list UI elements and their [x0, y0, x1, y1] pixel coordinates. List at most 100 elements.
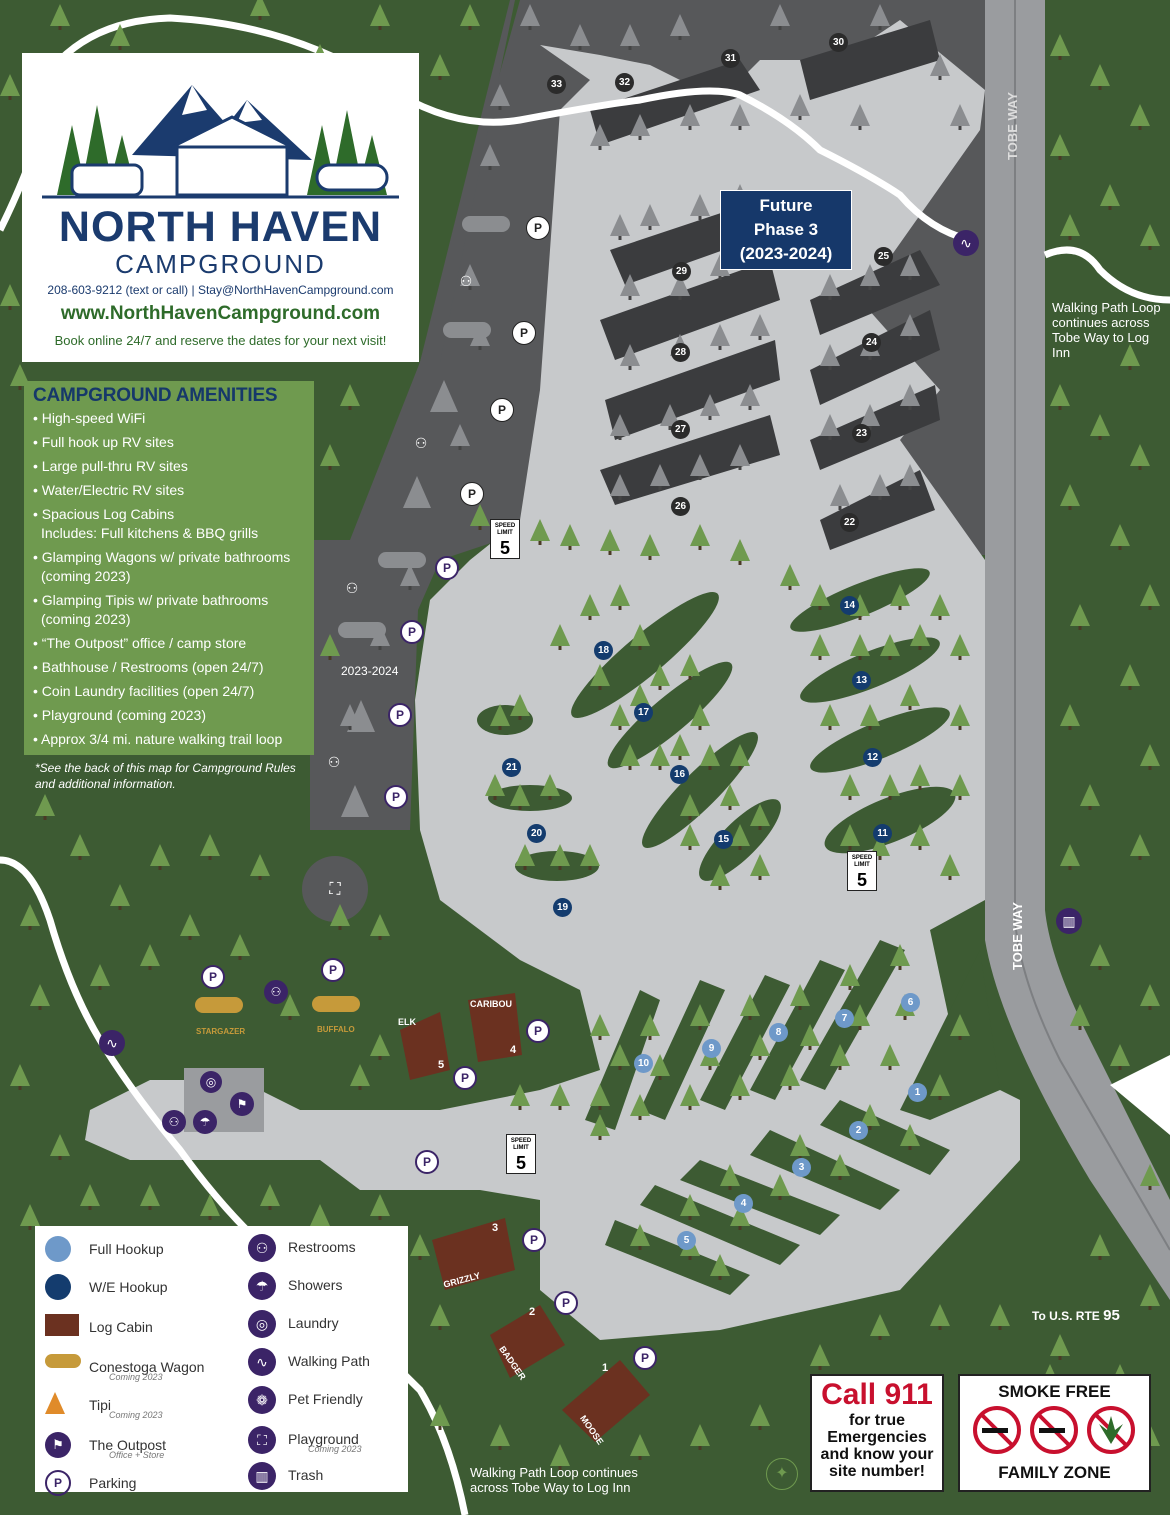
restrooms-icon: ⚇	[248, 1234, 276, 1262]
parking-marker[interactable]: P	[415, 1150, 439, 1174]
site-marker-6[interactable]: 6	[901, 993, 920, 1012]
parking-marker[interactable]: P	[400, 620, 424, 644]
parking-marker[interactable]: P	[633, 1346, 657, 1370]
legend-item: Showers	[288, 1277, 342, 1293]
site-marker-3[interactable]: 3	[792, 1158, 811, 1177]
site-marker-16[interactable]: 16	[670, 765, 689, 784]
parking-marker[interactable]: P	[435, 556, 459, 580]
parking-marker[interactable]: P	[490, 398, 514, 422]
parking-marker[interactable]: P	[526, 1019, 550, 1043]
parking-marker[interactable]: P	[512, 321, 536, 345]
amenity-text: • Bathhouse / Restrooms (open 24/7)	[33, 659, 264, 675]
site-marker-29[interactable]: 29	[672, 262, 691, 281]
amenity-text: • Water/Electric RV sites	[33, 482, 185, 498]
parking-marker[interactable]: P	[201, 965, 225, 989]
site-marker-15[interactable]: 15	[714, 830, 733, 849]
tipi-icon	[45, 1392, 65, 1419]
site-marker-31[interactable]: 31	[721, 49, 740, 68]
site-marker-22[interactable]: 22	[840, 513, 859, 532]
site-marker-24[interactable]: 24	[862, 333, 881, 352]
legend-item: Full Hookup	[89, 1241, 164, 1257]
route-number: 95	[1103, 1307, 1120, 1324]
site-marker-4[interactable]: 4	[734, 1194, 753, 1213]
legend-note: Coming 2023	[308, 1444, 362, 1454]
future-phase-label: Future Phase 3 (2023-2024)	[720, 190, 852, 270]
site-marker-19[interactable]: 19	[553, 898, 572, 917]
amenity-item: • Bathhouse / Restrooms (open 24/7)	[33, 658, 315, 677]
site-marker-28[interactable]: 28	[671, 343, 690, 362]
amenity-text: • Coin Laundry facilities (open 24/7)	[33, 683, 255, 699]
parking-marker[interactable]: P	[554, 1291, 578, 1315]
cabin-number-moose: 1	[602, 1362, 609, 1374]
amenity-text: • Approx 3/4 mi. nature walking trail lo…	[33, 731, 283, 747]
emergency-notice: Call 911 for true Emergencies and know y…	[810, 1374, 944, 1492]
cabin-number-caribou: 4	[510, 1044, 517, 1056]
site-marker-13[interactable]: 13	[852, 671, 871, 690]
site-marker-30[interactable]: 30	[829, 33, 848, 52]
smoke-free-title: SMOKE FREE	[998, 1382, 1111, 1401]
parking-marker[interactable]: P	[460, 482, 484, 506]
emergency-title: Call 911	[821, 1378, 933, 1411]
site-marker-7[interactable]: 7	[835, 1009, 854, 1028]
site-marker-27[interactable]: 27	[671, 420, 690, 439]
legend-label: The Outpost	[89, 1437, 167, 1453]
site-marker-2[interactable]: 2	[849, 1121, 868, 1140]
legend-note: Coming 2023	[109, 1372, 163, 1382]
site-marker-12[interactable]: 12	[863, 748, 882, 767]
legend-label: Pet Friendly	[288, 1391, 363, 1407]
legend-label: Conestoga Wagon	[89, 1359, 205, 1375]
site-marker-8[interactable]: 8	[769, 1023, 788, 1042]
site-marker-11[interactable]: 11	[873, 824, 892, 843]
site-marker-10[interactable]: 10	[634, 1054, 653, 1073]
site-marker-9[interactable]: 9	[702, 1039, 721, 1058]
amenity-item: • High-speed WiFi	[33, 409, 315, 428]
website-link[interactable]: www.NorthHavenCampground.com	[60, 303, 381, 324]
parking-marker[interactable]: P	[321, 958, 345, 982]
site-marker-5[interactable]: 5	[677, 1231, 696, 1250]
site-marker-18[interactable]: 18	[594, 641, 613, 660]
amenity-item: • Large pull-thru RV sites	[33, 457, 315, 476]
site-marker-17[interactable]: 17	[634, 703, 653, 722]
legend-item: Log Cabin	[89, 1319, 153, 1335]
smoke-free-subtitle: FAMILY ZONE	[998, 1463, 1111, 1482]
emergency-body: for true Emergencies and know your site …	[820, 1412, 934, 1480]
legend-label: Parking	[89, 1475, 137, 1491]
parking-marker[interactable]: P	[526, 216, 550, 240]
parking-marker[interactable]: P	[453, 1066, 477, 1090]
road-name-bottom: TOBE WAY	[1010, 902, 1025, 970]
parking-marker[interactable]: P	[522, 1228, 546, 1252]
restrooms-icon: ⚇	[345, 580, 359, 596]
legend-label: Restrooms	[288, 1239, 356, 1255]
contact-line: 208-603-9212 (text or call) | Stay@North…	[47, 283, 394, 297]
site-marker-26[interactable]: 26	[671, 497, 690, 516]
site-marker-14[interactable]: 14	[840, 596, 859, 615]
amenities-footnote: *See the back of this map for Campground…	[35, 761, 296, 791]
parking-marker[interactable]: P	[388, 703, 412, 727]
amenity-item: • Glamping Wagons w/ private bathrooms(c…	[33, 548, 315, 586]
parking-marker[interactable]: P	[384, 785, 408, 809]
restrooms-icon: ⚇	[414, 435, 428, 451]
site-marker-21[interactable]: 21	[502, 758, 521, 777]
compass-icon: ✦	[766, 1458, 798, 1490]
legend-note: Office + Store	[109, 1450, 165, 1460]
amenity-item: • Approx 3/4 mi. nature walking trail lo…	[33, 730, 315, 749]
site-marker-20[interactable]: 20	[527, 824, 546, 843]
site-marker-23[interactable]: 23	[852, 424, 871, 443]
site-marker-33[interactable]: 33	[547, 75, 566, 94]
legend-item: Laundry	[288, 1315, 339, 1331]
site-marker-32[interactable]: 32	[615, 73, 634, 92]
logo-card: NORTH HAVEN CAMPGROUND 208-603-9212 (tex…	[22, 53, 419, 362]
booking-tagline: Book online 24/7 and reserve the dates f…	[54, 333, 387, 348]
legend-label: Tipi	[89, 1397, 112, 1413]
site-marker-25[interactable]: 25	[874, 247, 893, 266]
site-marker-1[interactable]: 1	[908, 1083, 927, 1102]
playground-icon: ⛶	[329, 881, 341, 898]
wagon-label-buffalo: BUFFALO	[317, 1025, 355, 1034]
amenity-subtext: (coming 2023)	[41, 611, 131, 627]
conestoga-wagon-icon	[45, 1354, 81, 1373]
